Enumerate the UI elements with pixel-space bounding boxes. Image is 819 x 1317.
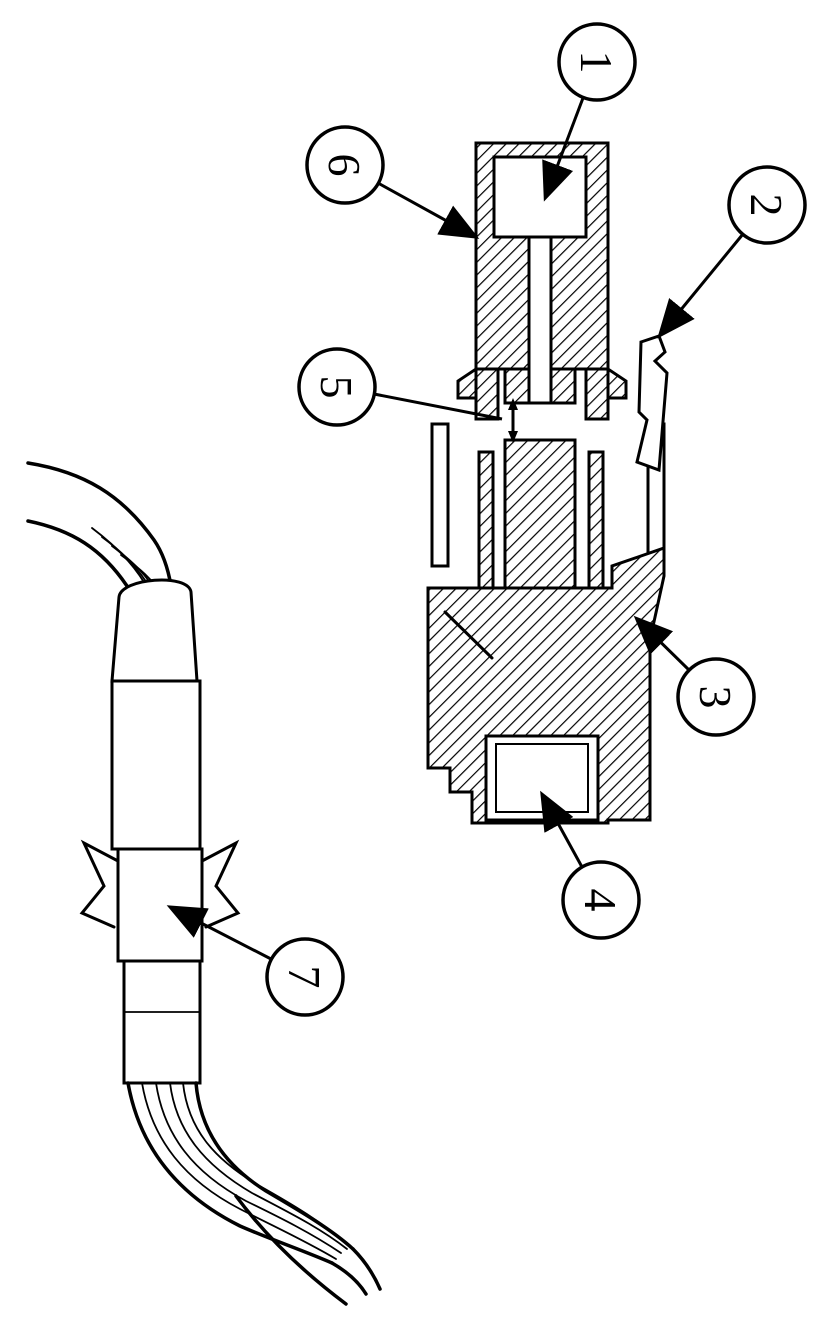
shoulder-left <box>456 366 478 400</box>
callout-2-circle <box>727 165 807 245</box>
shoulder-right <box>606 366 628 400</box>
callout-4: 4 <box>540 790 641 940</box>
cable-outline-outer <box>26 461 173 588</box>
shield-wall-left <box>430 422 450 568</box>
callout-7-circle <box>265 937 345 1017</box>
bundle-wire <box>169 1082 348 1250</box>
bundle-tail-inner <box>351 1247 382 1291</box>
callouts: 1 6 2 5 3 4 7 <box>166 22 807 1017</box>
bundle-tail-lower <box>234 1194 348 1306</box>
bundle-wire <box>155 1082 342 1254</box>
connector-lower-body <box>122 959 202 1085</box>
outer-leg-left <box>474 367 500 421</box>
sensing-window-inner <box>495 743 589 813</box>
center-channel <box>527 235 553 405</box>
bundle-wire <box>141 1082 337 1260</box>
retaining-clip <box>635 334 669 473</box>
connector-sleeve <box>110 679 202 851</box>
leader-line-4 <box>540 790 584 868</box>
callout-6-circle <box>305 125 385 205</box>
gap-dimension-arrow <box>508 398 518 443</box>
callout-5: 5 <box>297 347 503 427</box>
connector-boot <box>110 578 199 683</box>
outer-leg-right <box>584 367 610 421</box>
callout-2-label: 2 <box>741 194 792 217</box>
callout-7: 7 <box>166 905 345 1017</box>
cable-assembly <box>26 461 382 1306</box>
stem-leg-right <box>549 367 577 405</box>
leader-line-6 <box>377 181 480 239</box>
bundle-tail-outer <box>330 1261 368 1296</box>
louver-fin-right <box>587 450 605 609</box>
louver-fin-left <box>477 450 495 609</box>
spring-clip-left-wing <box>79 839 120 929</box>
stem-leg-left <box>503 367 531 405</box>
leader-line-2 <box>657 233 745 339</box>
leader-line-7 <box>166 905 272 961</box>
callout-3-circle <box>676 657 756 737</box>
cable-outline-inner <box>26 519 129 588</box>
callout-6-label: 6 <box>319 154 370 177</box>
callout-6: 6 <box>305 125 480 239</box>
callout-1-label: 1 <box>571 51 622 74</box>
callout-3-label: 3 <box>690 686 741 709</box>
callout-7-label: 7 <box>279 966 330 989</box>
callout-2: 2 <box>657 165 807 339</box>
terminal-cavity <box>492 155 588 239</box>
spring-clip-body <box>116 847 204 963</box>
callout-5-label: 5 <box>311 376 362 399</box>
bundle-wire <box>182 1082 351 1248</box>
housing-chamfer <box>443 610 494 660</box>
sensor-cross-section <box>426 141 669 825</box>
callout-4-circle <box>561 860 641 940</box>
callout-3: 3 <box>633 615 756 737</box>
bundle-outline-right <box>194 1081 355 1251</box>
spring-clip-right-wing <box>200 839 241 929</box>
callout-4-label: 4 <box>575 889 626 912</box>
leader-line-5 <box>373 392 503 421</box>
bundle-outline-left <box>126 1081 334 1265</box>
callout-1-circle <box>557 22 637 102</box>
leader-line-3 <box>633 615 691 672</box>
callout-1: 1 <box>542 22 637 202</box>
callout-5-circle <box>297 347 377 427</box>
leader-line-1 <box>542 97 585 202</box>
